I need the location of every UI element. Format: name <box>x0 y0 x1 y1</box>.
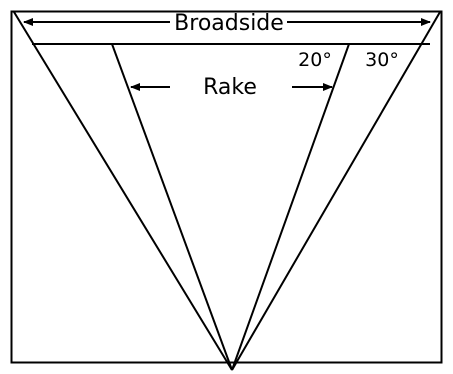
rake-label: Rake <box>203 75 257 100</box>
broadside-label: Broadside <box>174 11 284 36</box>
sightline-left-30 <box>13 11 233 371</box>
sightline-right-20 <box>231 43 350 371</box>
angle-30-label: 30° <box>365 49 399 71</box>
sightline-right-30 <box>231 11 441 371</box>
sightline-left-20 <box>111 43 233 371</box>
angle-20-label: 20° <box>298 49 332 71</box>
